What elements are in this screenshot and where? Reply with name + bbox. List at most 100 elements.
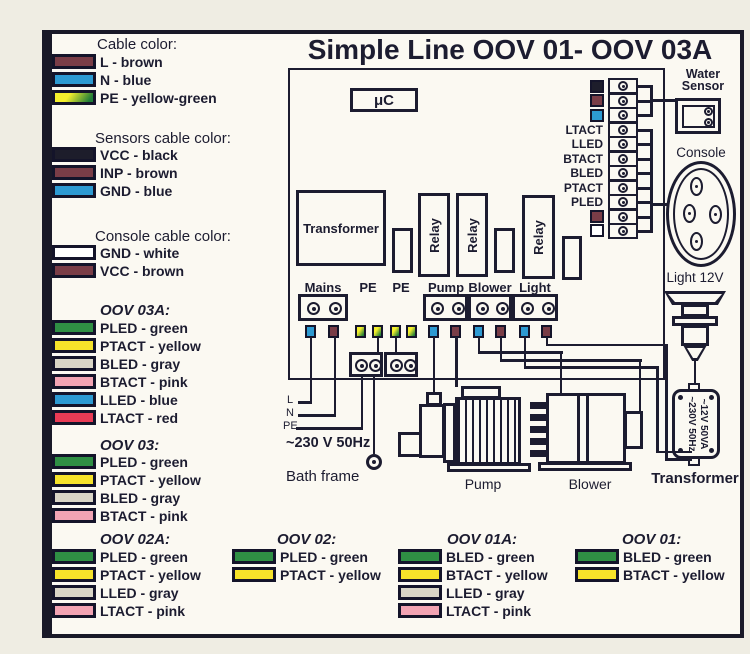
console-pin — [690, 232, 703, 251]
wire-segment — [523, 337, 526, 368]
legend-header: OOV 01A: — [447, 531, 518, 548]
wire-segment — [693, 360, 696, 386]
mains-terminal-block — [298, 294, 348, 321]
screw — [678, 395, 683, 400]
legend-swatch — [52, 263, 96, 278]
water-sensor-label-line2: Sensor — [681, 79, 725, 93]
wire-segment — [309, 337, 312, 403]
legend-header: OOV 02A: — [100, 531, 171, 548]
wire-segment — [545, 343, 668, 346]
screw-terminal — [355, 359, 368, 372]
blower-fins — [530, 402, 547, 458]
wire-segment — [298, 414, 336, 417]
screw-terminal — [404, 359, 417, 372]
strip-terminal — [608, 223, 638, 239]
light-fixture-ring — [672, 316, 718, 326]
component-box — [494, 228, 515, 273]
legend-header: OOV 03: — [100, 437, 160, 454]
junction-block — [384, 352, 418, 377]
blower-body-seam — [577, 396, 589, 461]
wire-segment — [652, 203, 669, 206]
pump-elbow-outlet — [398, 432, 422, 457]
wire-marker-pe — [406, 325, 417, 338]
legend-item-label: INP - brown — [100, 165, 178, 181]
blower-foot — [538, 462, 632, 471]
connector-label-pe1: PE — [359, 280, 377, 295]
water-sensor-box — [675, 98, 721, 134]
connector-label-pe2: PE — [392, 280, 410, 295]
terminal-label-ptact: PTACT — [563, 181, 603, 195]
relay-box: Relay — [522, 195, 555, 279]
input-label-l: L — [287, 394, 294, 406]
ground-terminal — [366, 454, 382, 470]
blower-terminal-block — [468, 294, 512, 321]
console-connector-inner — [673, 168, 729, 260]
wire-segment — [432, 337, 435, 393]
wire-segment — [499, 359, 642, 362]
screw-terminal — [452, 302, 465, 315]
legend-header: OOV 02: — [277, 531, 337, 548]
wire-segment — [296, 427, 363, 430]
legend-swatch — [52, 490, 96, 505]
legend-swatch — [52, 356, 96, 371]
relay-label: Relay — [531, 219, 547, 255]
sensor-wire-vcc — [590, 80, 604, 93]
sensor-wire-inp — [590, 94, 604, 107]
blower-port — [624, 411, 643, 449]
legend-swatch — [52, 374, 96, 389]
legend-item-label: PE - yellow-green — [100, 90, 217, 106]
legend-item-label: L - brown — [100, 54, 163, 70]
legend-header: Cable color: — [97, 36, 178, 53]
terminal-label-lled: LLED — [571, 137, 603, 151]
transformer-caption: Transformer — [651, 470, 739, 487]
terminal-label-btact: BTACT — [563, 152, 603, 166]
strip-terminal — [608, 107, 638, 123]
water-sensor-label: Water Sensor — [672, 68, 734, 93]
pump-foot — [447, 463, 531, 472]
console-pin — [709, 205, 722, 224]
terminal-label-pled: PLED — [570, 195, 603, 209]
transformer-rating-230v: ~230V 50Hz — [686, 396, 697, 452]
legend-swatch — [52, 508, 96, 523]
legend-swatch — [52, 72, 96, 87]
legend-swatch — [575, 549, 619, 564]
wire-segment — [636, 158, 652, 161]
legend-item-label: GND - white — [100, 245, 180, 261]
pump-label: Pump — [464, 476, 502, 492]
screw — [709, 448, 714, 453]
legend-swatch — [52, 90, 96, 105]
mains-rating-label: ~230 V 50Hz — [286, 435, 371, 451]
legend-item-label: PLED - green — [100, 549, 188, 565]
legend-item-label: PLED - green — [100, 320, 188, 336]
pump-flange — [443, 403, 456, 463]
wire-segment — [636, 187, 652, 190]
pump-elbow-vertical — [419, 404, 445, 458]
wire-segment — [394, 338, 397, 352]
legend-swatch — [575, 567, 619, 582]
console-pin — [683, 204, 696, 223]
connector-label-mains: Mains — [304, 280, 342, 295]
legend-item-label: VCC - brown — [100, 263, 184, 279]
transformer-rating: ~12V 50VA ~230V 50Hz — [683, 394, 709, 454]
junction-block — [349, 352, 383, 377]
wire-marker-pe — [355, 325, 366, 338]
light-label: Light 12V — [666, 270, 724, 285]
wire-segment — [636, 216, 652, 219]
wire-segment — [298, 401, 312, 404]
console-pin — [690, 177, 703, 196]
legend-swatch — [398, 567, 442, 582]
wire-segment — [499, 337, 502, 361]
screw-terminal — [390, 359, 403, 372]
legend-item-label: LTACT - red — [100, 410, 179, 426]
transformer-label: Transformer — [303, 220, 379, 236]
pump-motor-body — [455, 397, 521, 465]
legend-item-label: PTACT - yellow — [100, 338, 201, 354]
legend-header: OOV 01: — [622, 531, 682, 548]
terminal-label-ltact: LTACT — [565, 123, 603, 137]
screw-terminal — [496, 302, 509, 315]
relay-box: Relay — [456, 193, 488, 277]
legend-header: OOV 03A: — [100, 302, 171, 319]
legend-item-label: PTACT - yellow — [100, 567, 201, 583]
screw — [709, 395, 714, 400]
microcontroller-box: μC — [350, 88, 418, 112]
